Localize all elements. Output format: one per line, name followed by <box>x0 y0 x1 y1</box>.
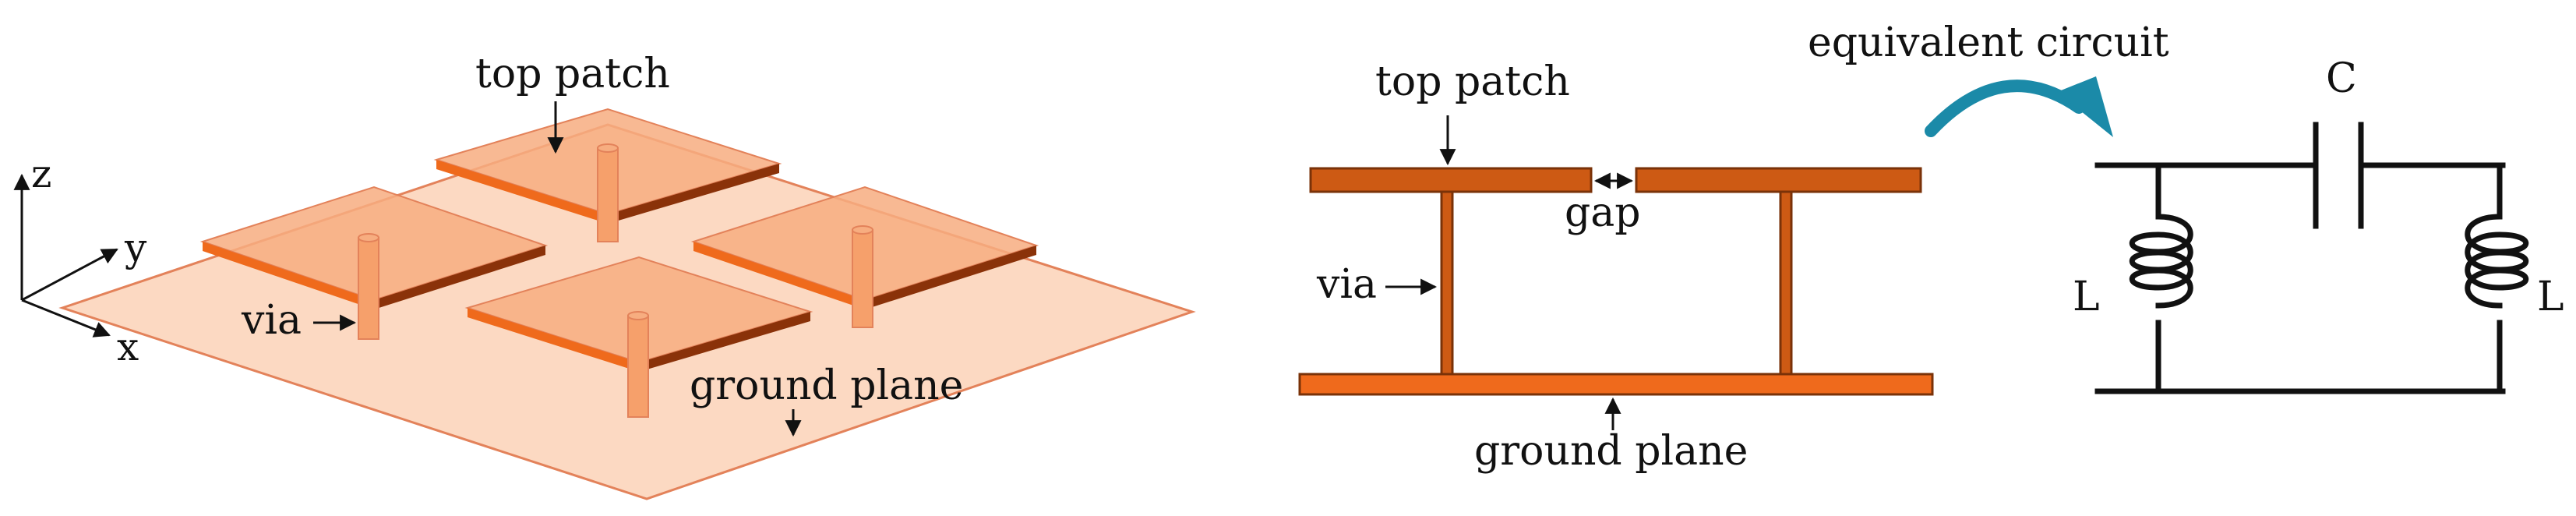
via-left-section <box>1440 190 1454 376</box>
top-patch-right-section <box>1635 167 1922 193</box>
label-inductor-right: L <box>2537 274 2564 320</box>
top-patch-left-section <box>1309 167 1593 193</box>
axis-label-z: z <box>31 151 51 196</box>
inductor-left-coil <box>2130 214 2193 309</box>
axis-label-x: x <box>117 324 139 369</box>
via-right-section <box>1779 190 1793 376</box>
patch-top-center <box>433 108 782 242</box>
coordinate-axes: z y x <box>13 151 147 369</box>
label-equivalent-circuit: equivalent circuit <box>1808 19 2169 66</box>
ground-plane-section <box>1298 373 1934 396</box>
patch-front <box>464 256 813 418</box>
label-via-section: via <box>1316 261 1377 308</box>
label-inductor-left: L <box>2073 274 2100 320</box>
label-via-3d: via <box>241 297 302 344</box>
label-ground-plane-section: ground plane <box>1474 428 1748 475</box>
transition-arrow <box>1925 80 2085 137</box>
axis-label-y: y <box>124 225 147 270</box>
transition-arrow-head <box>2057 76 2113 137</box>
label-capacitor: C <box>2326 55 2357 102</box>
circuit-wiring <box>2094 122 2528 394</box>
label-top-patch-3d: top patch <box>475 51 670 97</box>
patch-right <box>690 186 1039 328</box>
patch-left <box>199 186 549 340</box>
label-ground-plane-3d: ground plane <box>690 362 963 409</box>
panel-cross-section: top patch gap via ground plane <box>1298 58 1934 475</box>
inductor-right-coil <box>2465 214 2528 309</box>
panel-3d-view: top patch via ground plane z y x <box>13 51 1196 500</box>
label-top-patch-section: top patch <box>1375 58 1570 105</box>
label-gap-section: gap <box>1565 189 1641 236</box>
panel-equivalent-circuit: equivalent circuit C L L <box>1808 19 2564 394</box>
